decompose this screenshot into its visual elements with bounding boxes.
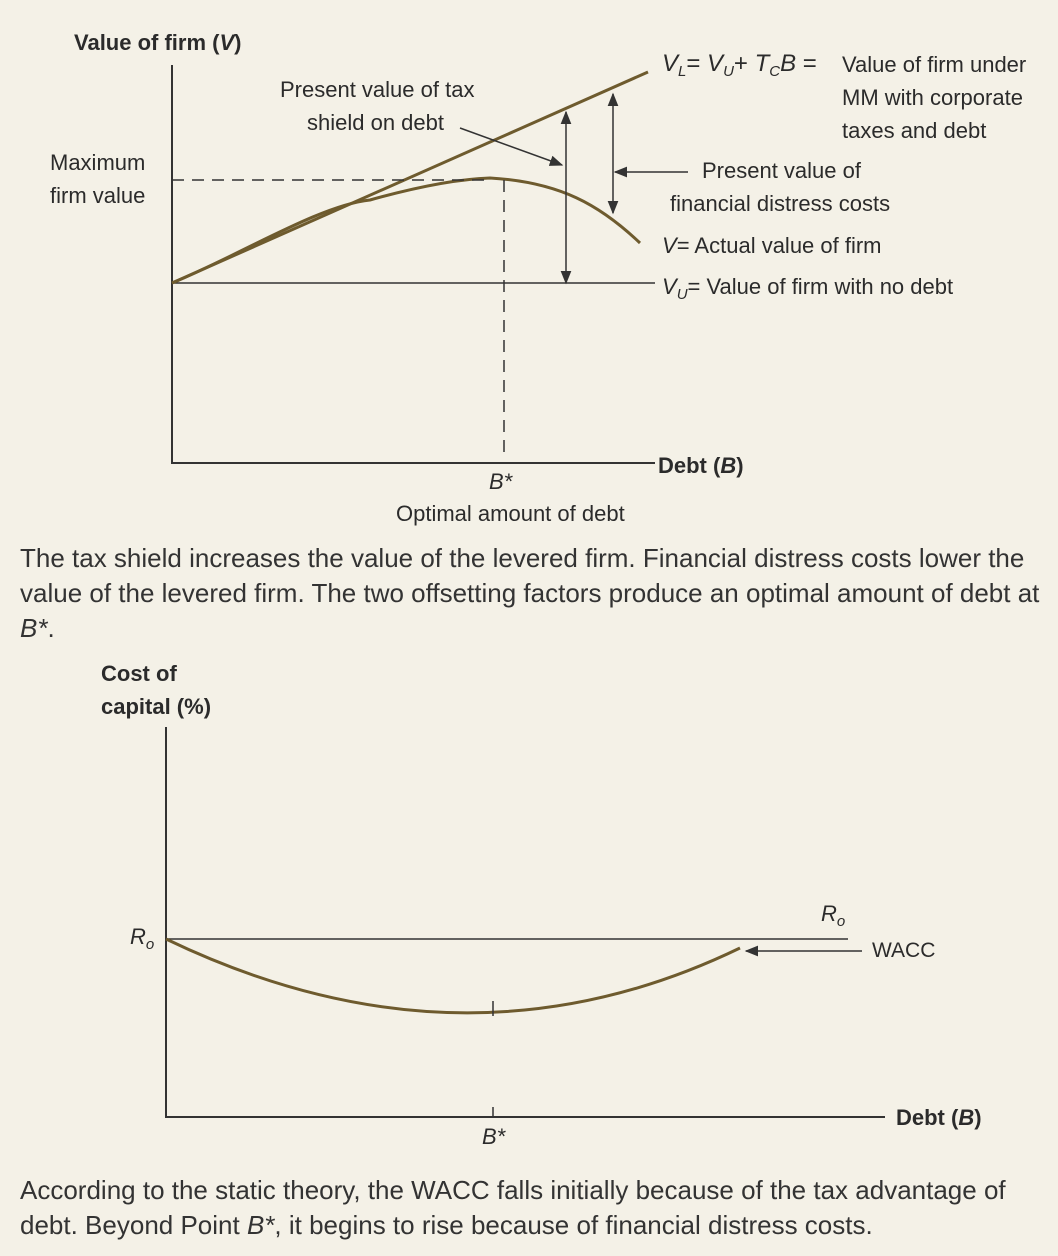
actual-value-curve bbox=[171, 176, 642, 285]
vl-line bbox=[171, 70, 649, 285]
distress-label-2: financial distress costs bbox=[670, 191, 891, 216]
ro-left-label: Ro bbox=[130, 924, 155, 953]
top-bstar-label: B* bbox=[489, 469, 513, 494]
max-firm-value-label-2: firm value bbox=[50, 183, 146, 208]
vl-equation: VL= VU+ TCB = bbox=[662, 50, 817, 80]
bottom-y-axis-label-1: Cost of bbox=[101, 661, 177, 686]
tax-shield-pointer bbox=[459, 127, 564, 166]
bottom-caption: According to the static theory, the WACC… bbox=[20, 1175, 1006, 1240]
top-x-axis-label: Debt (B) bbox=[658, 453, 744, 478]
ro-right-label: Ro bbox=[821, 901, 846, 930]
top-y-axis-label: Value of firm (V) bbox=[74, 30, 242, 55]
tax-shield-label-2: shield on debt bbox=[307, 110, 444, 135]
max-firm-value-label-1: Maximum bbox=[50, 150, 146, 175]
vl-label-2: MM with corporate bbox=[842, 85, 1023, 110]
vl-label-3: taxes and debt bbox=[842, 118, 987, 143]
tax-shield-label-1: Present value of tax bbox=[280, 77, 475, 102]
vl-label-1: Value of firm under bbox=[842, 52, 1027, 77]
bottom-bstar-label: B* bbox=[482, 1124, 506, 1149]
distress-label-1: Present value of bbox=[702, 158, 861, 183]
bottom-y-axis-label-2: capital (%) bbox=[101, 694, 212, 719]
actual-value-label: V= Actual value of firm bbox=[662, 233, 882, 258]
optimal-debt-label: Optimal amount of debt bbox=[396, 501, 625, 526]
wacc-label: WACC bbox=[872, 939, 936, 962]
bottom-x-axis-label: Debt (B) bbox=[896, 1105, 982, 1130]
unlevered-value-label: VU= Value of firm with no debt bbox=[662, 274, 954, 303]
top-caption: The tax shield increases the value of th… bbox=[20, 543, 1040, 643]
wacc-curve bbox=[165, 937, 741, 1015]
